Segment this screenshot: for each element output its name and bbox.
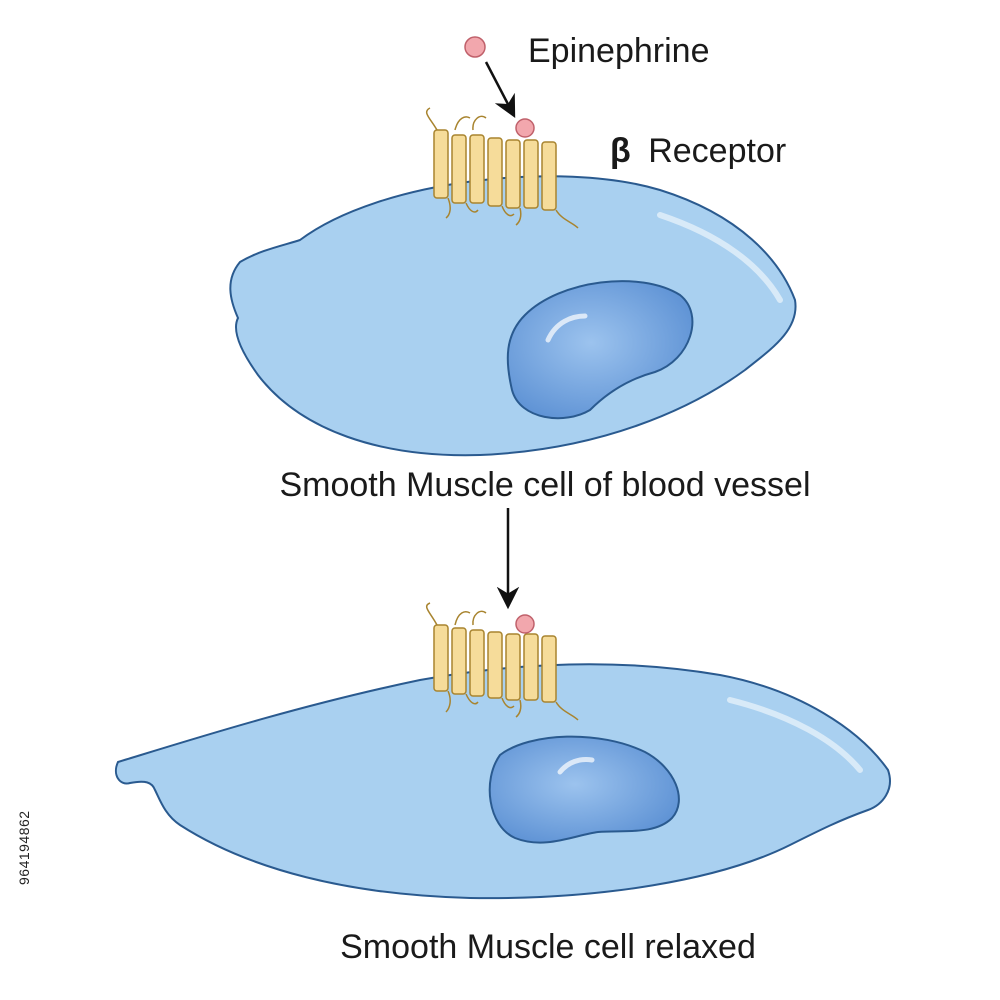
top-cell-highlight <box>657 212 783 303</box>
receptor-helix <box>541 141 557 211</box>
stock-image-id: 964194862 <box>16 810 32 885</box>
top-cell-group: Epinephrine β Receptor Smooth Muscle cel… <box>229 32 811 504</box>
top-beta-receptor <box>425 107 579 229</box>
top-nucleus-highlight <box>545 313 588 343</box>
bottom-beta-receptor <box>425 602 579 721</box>
receptor-helix <box>505 633 521 701</box>
bottom-cell-highlight <box>727 697 863 773</box>
top-bound-ligand <box>515 118 535 138</box>
receptor-helix <box>433 129 449 199</box>
top-cell-caption: Smooth Muscle cell of blood vessel <box>279 466 810 504</box>
beta-symbol: β <box>610 132 631 170</box>
bottom-cell-group: Smooth Muscle cell relaxed <box>114 602 891 966</box>
receptor-helix <box>451 134 467 204</box>
top-cell-nucleus <box>506 280 694 420</box>
receptor-word: Receptor <box>648 132 786 170</box>
receptor-helix <box>487 631 503 699</box>
receptor-helix <box>523 139 539 209</box>
receptor-label: β Receptor <box>610 132 786 170</box>
bottom-cell-caption: Smooth Muscle cell relaxed <box>340 928 756 966</box>
receptor-helix <box>469 629 485 697</box>
top-cell-body <box>229 175 797 457</box>
receptor-helix <box>433 624 449 692</box>
receptor-helix <box>487 137 503 207</box>
bottom-nucleus-highlight <box>557 757 595 775</box>
receptor-helix <box>541 635 557 703</box>
binding-arrow <box>484 61 516 118</box>
free-epinephrine-ligand <box>464 36 486 58</box>
receptor-helix <box>505 139 521 209</box>
receptor-helix <box>523 633 539 701</box>
receptor-helix <box>451 627 467 695</box>
bottom-cell-nucleus <box>488 735 680 844</box>
receptor-helix <box>469 134 485 204</box>
bottom-bound-ligand <box>515 614 535 634</box>
epinephrine-label: Epinephrine <box>528 32 709 70</box>
